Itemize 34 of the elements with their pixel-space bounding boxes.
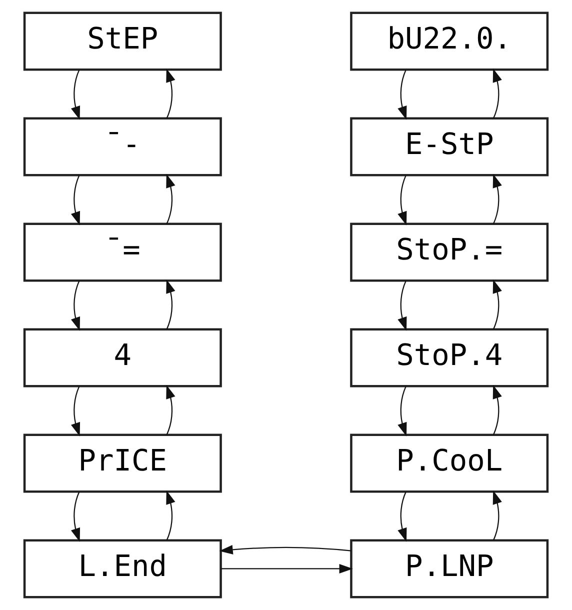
arrow [398,492,407,542]
arrow [492,279,502,330]
arrow [492,384,502,435]
node-box: StoP.= [350,222,549,282]
arrow [220,564,353,574]
arrow [492,490,502,540]
arrow [166,490,176,540]
arrow [492,68,502,118]
arrow [398,175,407,226]
arrow [70,70,80,120]
arrow [398,70,407,120]
node-box: ¯= [23,222,222,282]
node-box: P.LNP [350,539,549,598]
arrow [166,279,176,330]
arrow [70,386,80,436]
node-box: 4 [23,328,222,388]
arrow [398,280,407,331]
arrow [166,68,176,118]
arrow [166,174,176,224]
node-box: StEP [23,12,222,71]
node-box: L.End [23,539,222,598]
arrow [492,174,502,224]
arrow [166,384,176,435]
node-box: P.CooL [350,434,549,493]
node-box: StoP.4 [350,328,549,388]
node-box: bU22.0. [350,12,549,71]
node-box: ¯- [23,117,222,176]
arrow [70,280,80,331]
arrow [398,386,407,436]
node-box: E-StP [350,117,549,176]
arrow [70,175,80,226]
node-box: PrICE [23,434,222,493]
arrow [70,492,80,542]
arrow [219,544,352,554]
